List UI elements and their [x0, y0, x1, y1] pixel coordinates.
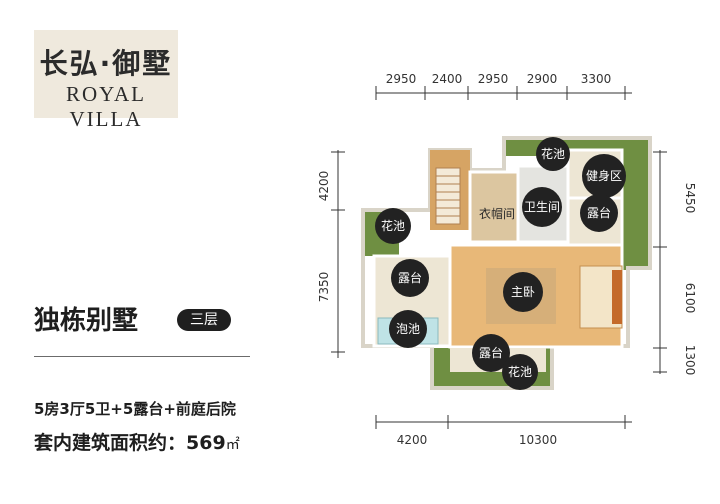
staircase — [430, 150, 470, 230]
bed — [579, 265, 623, 329]
logo-chinese-name: 长弘·御墅 — [39, 47, 173, 80]
outer-walls — [361, 136, 652, 390]
svg-text:衣帽间: 衣帽间 — [479, 206, 515, 221]
room-label-terrace-right: 露台 — [580, 194, 618, 232]
dim-bottom-2: 10300 — [519, 433, 557, 447]
room-label-pool: 泡池 — [389, 310, 427, 348]
svg-text:花池: 花池 — [381, 218, 405, 233]
svg-text:主卧: 主卧 — [511, 285, 535, 299]
area-label: 套内建筑面积约： — [34, 432, 187, 454]
dim-top-3: 2950 — [478, 72, 509, 86]
villa-type-title: 独栋别墅 — [34, 306, 139, 336]
right-dimension-line — [653, 150, 667, 374]
room-label-terrace-left: 露台 — [391, 259, 429, 297]
room-label-garden-bottom: 花池 — [502, 354, 538, 390]
room-label-fitness: 健身区 — [582, 154, 626, 198]
room-label-cloakroom: 衣帽间 — [479, 206, 515, 221]
area-unit: ㎡ — [225, 437, 240, 453]
svg-text:卫生间: 卫生间 — [524, 200, 560, 214]
dim-right-2: 6100 — [683, 283, 697, 314]
area-value: 569 — [186, 432, 226, 454]
bottom-dimension-line — [375, 415, 632, 429]
dim-top-4: 2900 — [527, 72, 558, 86]
svg-text:花池: 花池 — [541, 146, 565, 161]
dim-left-2: 7350 — [317, 272, 331, 303]
svg-text:露台: 露台 — [587, 205, 611, 220]
dim-top-2: 2400 — [432, 72, 463, 86]
cloakroom-area — [468, 170, 520, 244]
room-label-garden-left: 花池 — [375, 208, 411, 244]
dim-top-5: 3300 — [581, 72, 612, 86]
svg-text:花池: 花池 — [508, 364, 532, 379]
room-label-master-bedroom: 主卧 — [503, 272, 543, 312]
left-dimension-line — [331, 150, 345, 358]
dim-bottom-1: 4200 — [397, 433, 428, 447]
logo-english-name: ROYAL VILLA — [65, 82, 146, 131]
room-label-garden-top: 花池 — [536, 137, 570, 171]
top-dimension-line — [375, 86, 632, 100]
dim-top-1: 2950 — [386, 72, 417, 86]
dim-right-1: 5450 — [683, 183, 697, 214]
divider-line — [34, 356, 250, 357]
svg-text:健身区: 健身区 — [586, 168, 622, 183]
rooms-summary: 5房3厅5卫+5露台+前庭后院 — [34, 400, 236, 418]
svg-text:露台: 露台 — [398, 270, 422, 285]
floor-badge: 三层 — [177, 309, 231, 331]
svg-text:露台: 露台 — [479, 345, 503, 360]
svg-text:泡池: 泡池 — [396, 322, 420, 336]
dim-right-3: 1300 — [683, 345, 697, 376]
area-info: 套内建筑面积约：569㎡ — [34, 428, 240, 455]
room-label-bathroom: 卫生间 — [522, 187, 562, 227]
room-label-terrace-bottom: 露台 — [472, 334, 510, 372]
dim-left-1: 4200 — [317, 171, 331, 202]
brand-logo: 长弘·御墅 ROYAL VILLA — [34, 30, 178, 131]
